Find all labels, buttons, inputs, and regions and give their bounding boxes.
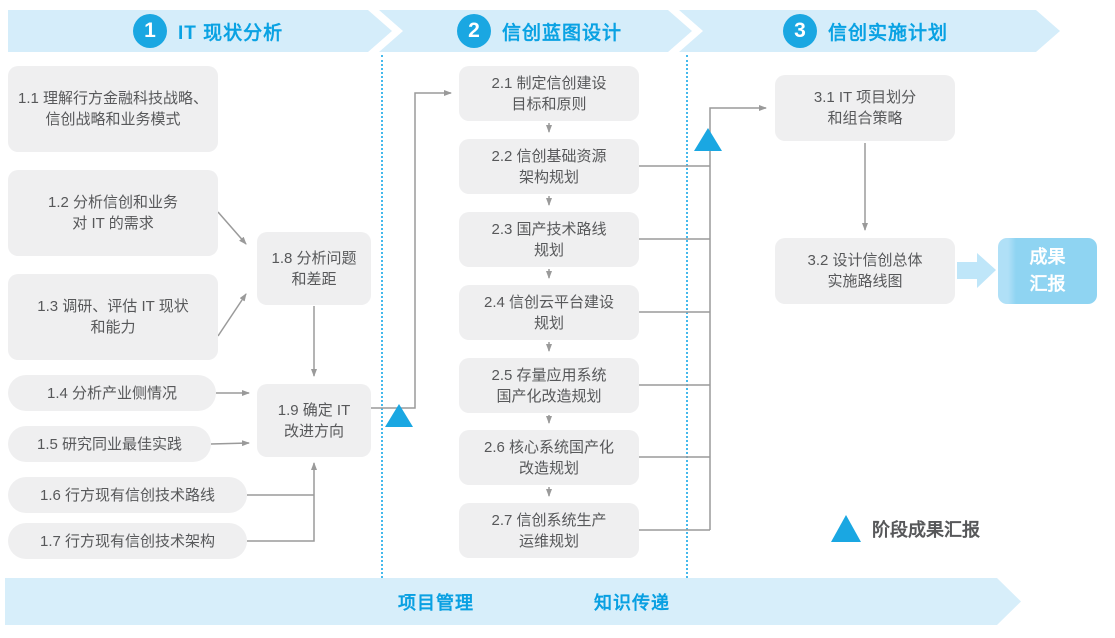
step-box-1-6: 1.6 行方现有信创技术路线: [8, 477, 247, 513]
connector-1-9-to-2-1: [371, 90, 452, 409]
outcome-report-box: 成果 汇报: [998, 238, 1097, 304]
connector-1-7-to-1-9: [247, 462, 317, 542]
phase-1-number-badge: 1: [133, 14, 167, 48]
phase-divider-dotted-1: [381, 55, 383, 578]
phase-1-title: IT 现状分析: [178, 22, 284, 44]
step-box-2-2: 2.2 信创基础资源 架构规划: [459, 139, 639, 194]
phase-header-3: 3 信创实施计划: [783, 10, 948, 52]
block-arrow-3-2-to-outcome: [957, 253, 996, 288]
step-box-3-1: 3.1 IT 项目划分 和组合策略: [775, 75, 955, 141]
phase-2-title: 信创蓝图设计: [502, 22, 623, 44]
step-box-1-5: 1.5 研究同业最佳实践: [8, 426, 211, 462]
step-box-1-1: 1.1 理解行方金融科技战略、 信创战略和业务模式: [8, 66, 218, 152]
milestone-triangle-phase1: [385, 404, 413, 427]
step-box-3-2: 3.2 设计信创总体 实施路线图: [775, 238, 955, 304]
legend-milestone-triangle-icon: [831, 515, 861, 542]
step-box-2-6: 2.6 核心系统国产化 改造规划: [459, 430, 639, 485]
step-box-1-3: 1.3 调研、评估 IT 现状 和能力: [8, 274, 218, 360]
phase-3-number-badge: 3: [783, 14, 817, 48]
step-box-2-7: 2.7 信创系统生产 运维规划: [459, 503, 639, 558]
footer-knowledge-transfer-label: 知识传递: [594, 592, 670, 613]
step-box-2-1: 2.1 制定信创建设 目标和原则: [459, 66, 639, 121]
step-box-1-8: 1.8 分析问题 和差距: [257, 232, 371, 305]
step-box-1-7: 1.7 行方现有信创技术架构: [8, 523, 247, 559]
step-box-2-5: 2.5 存量应用系统 国产化改造规划: [459, 358, 639, 413]
legend-milestone-label: 阶段成果汇报: [872, 520, 980, 540]
footer-project-management-label: 项目管理: [398, 592, 474, 613]
phase-header-1: 1 IT 现状分析: [133, 10, 283, 52]
step-box-1-2: 1.2 分析信创和业务 对 IT 的需求: [8, 170, 218, 256]
phase-band: [8, 10, 1060, 52]
step-box-1-4: 1.4 分析产业侧情况: [8, 375, 216, 411]
phase-divider-dotted-2: [686, 55, 688, 578]
milestone-triangle-phase2: [694, 128, 722, 151]
connector-bus-to-3-1: [709, 105, 767, 530]
footer-band: 项目管理 知识传递: [5, 578, 1021, 625]
step-box-2-4: 2.4 信创云平台建设 规划: [459, 285, 639, 340]
step-box-1-9: 1.9 确定 IT 改进方向: [257, 384, 371, 457]
phase-3-title: 信创实施计划: [828, 22, 949, 44]
connector-1-3-to-1-8: [217, 293, 247, 337]
phase-2-number-badge: 2: [457, 14, 491, 48]
connector-1-2-to-1-8: [217, 211, 247, 245]
connector-1-5-to-1-9: [210, 440, 250, 447]
step-box-2-3: 2.3 国产技术路线 规划: [459, 212, 639, 267]
phase-header-2: 2 信创蓝图设计: [457, 10, 622, 52]
